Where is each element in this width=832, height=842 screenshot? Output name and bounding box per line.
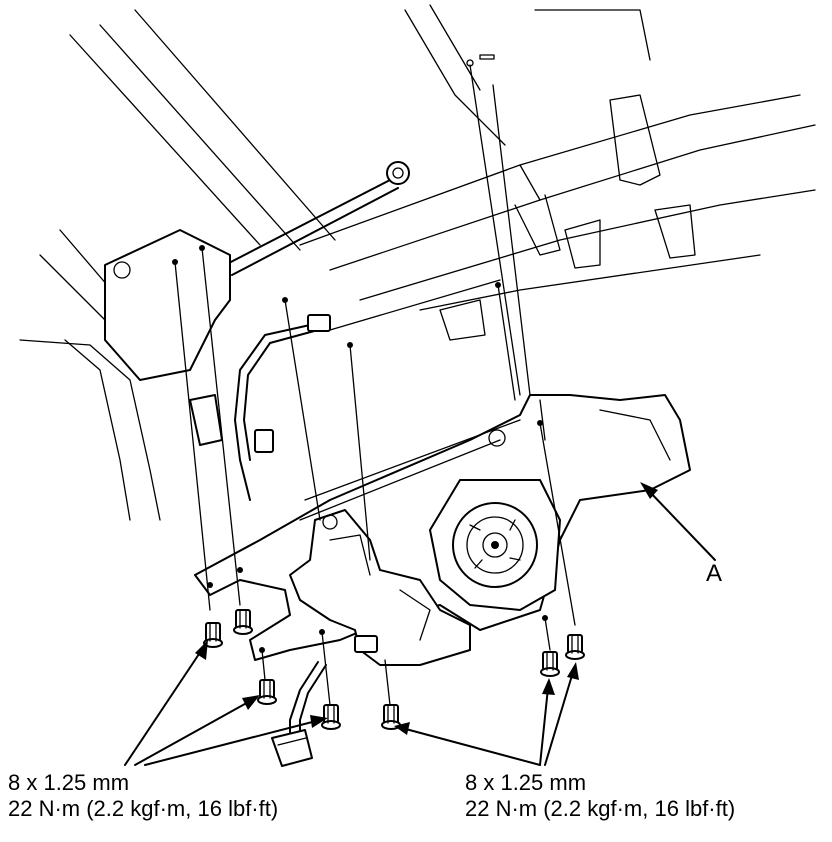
callout-a-leader bbox=[640, 482, 716, 561]
gearbox-housing bbox=[289, 509, 471, 666]
right-bolt-size: 8 x 1.25 mm bbox=[465, 770, 587, 795]
wire-harness bbox=[189, 314, 331, 501]
left-bolt-size: 8 x 1.25 mm bbox=[8, 770, 130, 795]
left-torque-spec: 22 N·m (2.2 kgf·m, 16 lbf·ft) bbox=[8, 796, 279, 821]
left-spec-arrows bbox=[124, 640, 328, 766]
upper-bracket bbox=[104, 229, 231, 381]
flange-bolt-icons bbox=[203, 609, 585, 730]
inner-door-panel bbox=[299, 94, 816, 341]
connector-pigtail bbox=[271, 661, 327, 767]
right-spec-arrows bbox=[394, 662, 579, 766]
right-torque-spec: 22 N·m (2.2 kgf·m, 16 lbf·ft) bbox=[465, 796, 736, 821]
guide-rod bbox=[224, 161, 410, 276]
bolt-axis-lines bbox=[174, 54, 576, 706]
regulator-motor bbox=[429, 479, 561, 611]
door-frame-outline bbox=[19, 4, 651, 521]
callout-a-label: A bbox=[706, 560, 723, 587]
